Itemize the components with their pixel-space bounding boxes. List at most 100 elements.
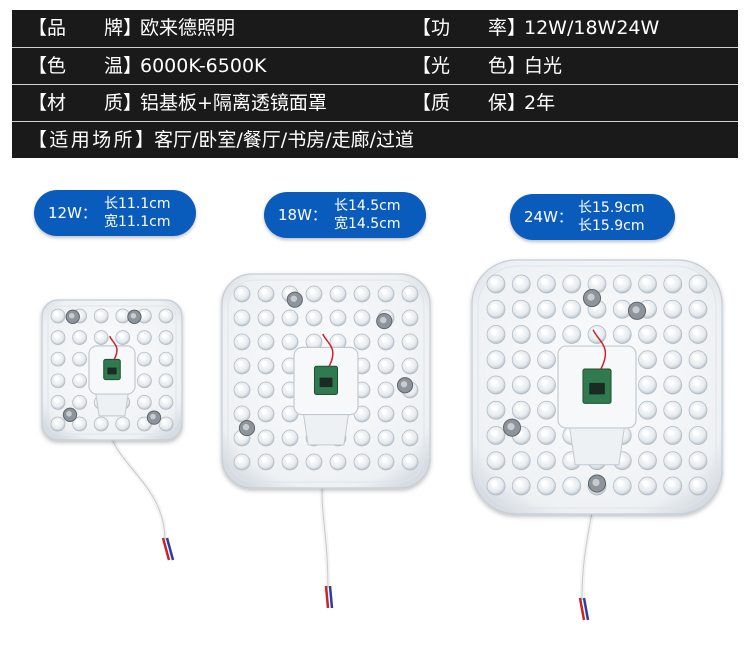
led-lens bbox=[688, 274, 708, 294]
led-highlight bbox=[309, 336, 315, 343]
led-lens bbox=[72, 351, 87, 367]
led-lens bbox=[401, 357, 419, 375]
led-highlight bbox=[541, 278, 548, 285]
led-highlight bbox=[285, 312, 291, 319]
led-highlight bbox=[97, 333, 102, 338]
led-lens bbox=[587, 325, 607, 344]
spec-value: 客厅/卧室/餐厅/书房/走廊/过道 bbox=[154, 129, 415, 151]
led-highlight bbox=[616, 303, 624, 310]
led-highlight bbox=[490, 404, 497, 411]
led-lens bbox=[377, 405, 395, 423]
led-highlight bbox=[261, 456, 267, 463]
led-highlight bbox=[642, 278, 649, 285]
led-lens bbox=[401, 405, 419, 423]
led-highlight bbox=[161, 397, 167, 403]
led-lens bbox=[281, 429, 299, 447]
spec-row-brand: 【品 牌】欧来德照明 【功 率】12W/18W24W bbox=[12, 10, 738, 47]
badge-dimensions: 长15.9cm 长15.9cm bbox=[578, 199, 645, 235]
led-highlight bbox=[515, 480, 523, 487]
led-highlight bbox=[75, 376, 81, 382]
led-highlight bbox=[381, 384, 387, 391]
spec-usage: 【适用场所】客厅/卧室/餐厅/书房/走廊/过道 bbox=[28, 122, 414, 158]
driver-lead bbox=[322, 333, 334, 367]
cable-clip bbox=[569, 427, 625, 466]
led-highlight bbox=[692, 278, 699, 285]
led-highlight bbox=[642, 480, 649, 487]
led-highlight bbox=[118, 419, 124, 425]
led-lens bbox=[638, 426, 657, 445]
led-highlight bbox=[381, 408, 387, 415]
led-lens bbox=[158, 416, 174, 432]
led-highlight bbox=[541, 353, 548, 361]
led-highlight bbox=[237, 408, 243, 415]
led-lens bbox=[353, 333, 371, 351]
led-highlight bbox=[642, 328, 649, 335]
spec-label: 【功 率】 bbox=[412, 17, 527, 39]
led-lens bbox=[233, 381, 251, 399]
led-highlight bbox=[357, 384, 363, 391]
led-lens bbox=[233, 453, 251, 471]
led-highlight bbox=[285, 456, 291, 463]
led-lens bbox=[72, 330, 87, 345]
led-highlight bbox=[285, 408, 291, 415]
led-lens bbox=[537, 426, 556, 445]
led-highlight bbox=[261, 336, 267, 343]
led-highlight bbox=[357, 336, 363, 343]
led-highlight bbox=[309, 288, 315, 295]
led-highlight bbox=[541, 480, 548, 487]
badge-dimensions: 长11.1cm 宽11.1cm bbox=[104, 195, 171, 231]
led-highlight bbox=[541, 328, 548, 335]
board-rim bbox=[47, 305, 177, 435]
led-lens bbox=[562, 274, 582, 294]
led-lens bbox=[158, 330, 174, 345]
led-lens bbox=[688, 375, 708, 395]
spec-material: 【材 质】铝基板+隔离透镜面罩 bbox=[28, 85, 327, 121]
magnet-shine bbox=[507, 423, 515, 431]
led-lens bbox=[257, 333, 275, 351]
lamp-12w bbox=[41, 299, 183, 561]
led-lens bbox=[158, 395, 174, 410]
led-highlight bbox=[642, 353, 649, 361]
led-highlight bbox=[285, 360, 291, 367]
badge-power: 12W： bbox=[48, 204, 97, 222]
spec-row-material: 【材 质】铝基板+隔离透镜面罩 【质 保】2年 bbox=[12, 84, 738, 121]
led-highlight bbox=[541, 379, 548, 386]
led-lens bbox=[688, 299, 708, 319]
led-highlight bbox=[692, 303, 699, 310]
led-lens bbox=[511, 299, 531, 319]
spec-table: 【品 牌】欧来德照明 【功 率】12W/18W24W 【色 温】6000K-65… bbox=[12, 10, 738, 158]
led-lens bbox=[72, 395, 87, 410]
led-lens bbox=[377, 453, 395, 471]
led-highlight bbox=[566, 328, 573, 335]
led-lens bbox=[158, 308, 174, 324]
led-highlight bbox=[667, 353, 674, 361]
magnet-shine bbox=[380, 316, 387, 324]
spec-label: 【品 牌】 bbox=[28, 17, 143, 39]
led-highlight bbox=[357, 408, 363, 415]
led-highlight bbox=[692, 328, 699, 335]
led-highlight bbox=[405, 456, 411, 463]
led-lens bbox=[663, 400, 683, 420]
badge-power: 18W： bbox=[278, 206, 327, 224]
led-highlight bbox=[667, 429, 674, 436]
led-highlight bbox=[357, 456, 363, 463]
led-lens bbox=[115, 330, 131, 345]
led-highlight bbox=[161, 354, 167, 360]
spec-row-color-temp: 【色 温】6000K-6500K 【光 色】白光 bbox=[12, 47, 738, 84]
led-highlight bbox=[53, 397, 59, 403]
led-lens bbox=[353, 429, 371, 447]
led-lens bbox=[257, 405, 275, 423]
led-highlight bbox=[591, 278, 598, 285]
led-highlight bbox=[357, 360, 363, 367]
led-lens bbox=[537, 476, 556, 496]
led-lens bbox=[233, 333, 251, 351]
led-highlight bbox=[490, 480, 497, 487]
led-highlight bbox=[515, 278, 523, 285]
wire-red bbox=[161, 537, 171, 561]
led-lens bbox=[537, 299, 556, 319]
wire-blue bbox=[582, 597, 590, 621]
led-highlight bbox=[381, 336, 387, 343]
led-lens bbox=[257, 285, 275, 303]
spec-color-temp: 【色 温】6000K-6500K bbox=[28, 48, 267, 84]
led-lens bbox=[663, 274, 683, 294]
